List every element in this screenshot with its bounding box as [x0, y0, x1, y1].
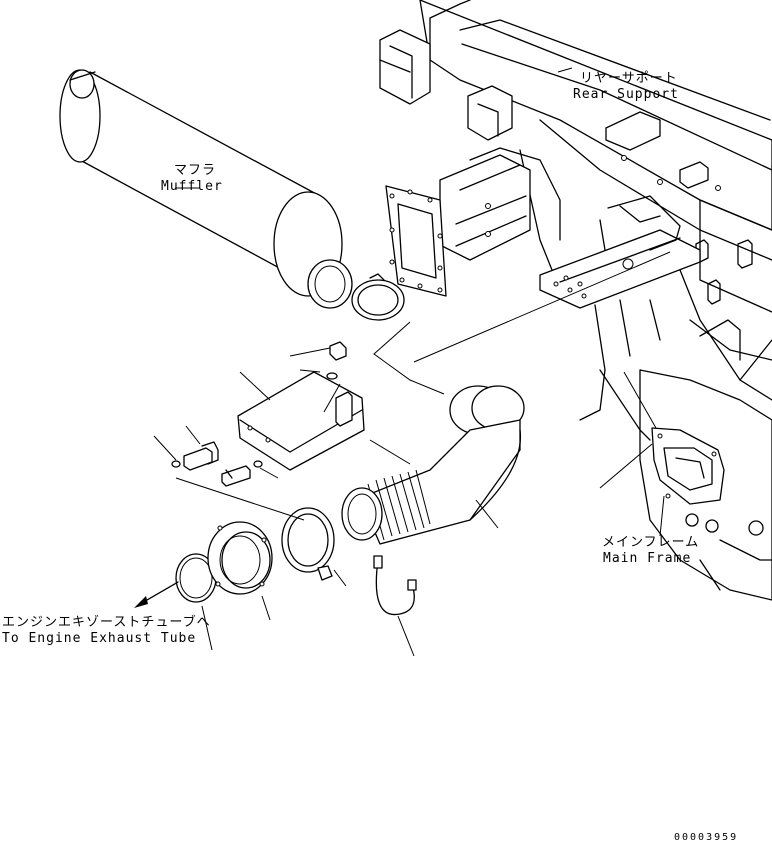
- direction-arrow: [134, 581, 179, 608]
- sensor-cable: [373, 555, 417, 616]
- flex-exhaust-pipe: [341, 385, 525, 545]
- exhaust-tube-label-en: To Engine Exhaust Tube: [2, 631, 196, 646]
- muffler-label-en: Muffler: [161, 179, 223, 194]
- rear-support-label-jp: リヤーサポート: [580, 71, 678, 86]
- muffler: [59, 69, 353, 309]
- drawing-code: 00003959: [674, 832, 738, 843]
- muffler-clamp: [351, 273, 405, 321]
- washer: [326, 372, 338, 380]
- muffler-label-jp: マフラ: [174, 163, 216, 178]
- nut: [329, 341, 347, 361]
- leader-lines: [153, 67, 671, 657]
- bolt: [171, 441, 263, 487]
- rear-support-frame: [379, 0, 772, 421]
- v-band-clamp: [281, 507, 335, 581]
- rear-support-label-en: Rear Support: [573, 87, 679, 102]
- exhaust-adapter: [207, 521, 273, 595]
- mounting-flange: [385, 147, 561, 297]
- main-frame: [599, 369, 772, 601]
- main-frame-label-jp: メインフレーム: [602, 535, 699, 550]
- main-frame-label-en: Main Frame: [603, 551, 691, 566]
- exhaust-bracket: [237, 371, 365, 471]
- exhaust-tube-label-jp: エンジンエキゾーストチューブへ: [2, 614, 211, 630]
